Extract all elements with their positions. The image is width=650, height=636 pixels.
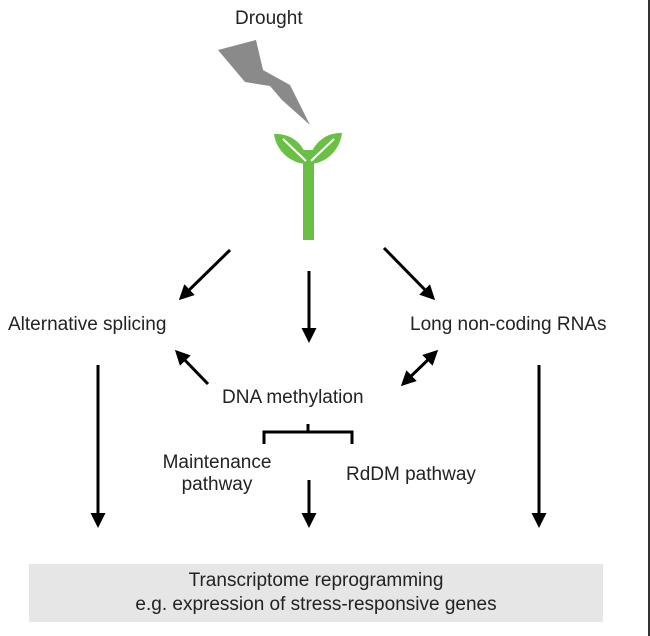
outcome-example: e.g. expression of stress-responsive gen… <box>135 594 497 615</box>
maintenance-pathway-line1: Maintenance <box>162 452 272 473</box>
frame-edge <box>648 0 650 636</box>
maintenance-pathway-label: Maintenance pathway <box>150 452 284 496</box>
transcriptome-reprogramming-box: Transcriptome reprogramming e.g. express… <box>29 564 603 622</box>
seedling-icon <box>274 132 342 240</box>
methylation-pathway-bracket <box>262 424 354 444</box>
rddm-pathway-label: RdDM pathway <box>346 464 476 485</box>
arrow-to-long-noncoding-rnas <box>382 246 436 301</box>
arrow-dna-methylation-lncrna-bidirectional <box>400 349 439 387</box>
arrow-dna-methylation-to-splicing <box>174 349 210 386</box>
dna-methylation-label: DNA methylation <box>222 387 364 408</box>
maintenance-pathway-line2: pathway <box>181 474 253 495</box>
long-noncoding-rnas-label: Long non-coding RNAs <box>410 314 607 335</box>
alternative-splicing-label: Alternative splicing <box>8 314 167 335</box>
lightning-bolt-icon <box>218 40 310 125</box>
outcome-title: Transcriptome reprogramming <box>188 570 444 591</box>
arrow-to-alternative-splicing <box>178 248 232 301</box>
stress-label: Drought <box>235 8 303 29</box>
